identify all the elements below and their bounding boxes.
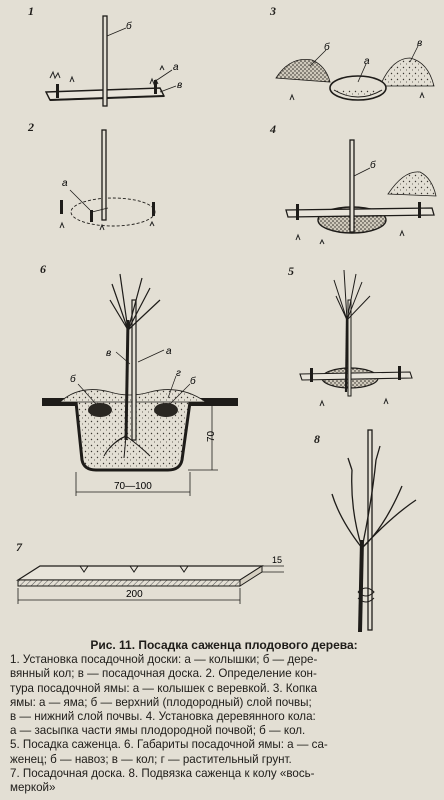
caption-title: Рис. 11. Посадка саженца плодового дерев… <box>90 638 358 652</box>
caption-line: 7. Посадочная доска. 8. Подвязка саженца… <box>10 766 315 780</box>
caption-body: 1. Установка посадочной доски: а — колыш… <box>10 653 438 795</box>
caption-line: в — нижний слой почвы. 4. Установка дере… <box>10 710 316 724</box>
caption-line: 5. Посадка саженца. 6. Габариты посадочн… <box>10 738 328 752</box>
label-p3-v: в <box>417 38 422 49</box>
label-p6-a: а <box>166 346 172 357</box>
caption-line: а — засыпка части ямы плодородной почвой… <box>10 724 306 738</box>
label-p6-v: в <box>106 348 111 359</box>
label-p3-a: а <box>364 56 370 67</box>
panel-2-pit-contour: а <box>59 129 156 231</box>
panel-number-6: 6 <box>40 262 46 276</box>
figure-caption: Рис. 11. Посадка саженца плодового дерев… <box>10 638 438 795</box>
dim-pit-width: 70—100 <box>114 481 152 492</box>
caption-line: женец; б — навоз; в — кол; г — раститель… <box>10 752 292 766</box>
panel-6-pit-dimensions: в а б г б 70 70—100 <box>42 273 238 496</box>
label-p6-b: б <box>70 373 76 385</box>
panel-3-digging: б а в <box>275 38 435 101</box>
label-p6-b2: б <box>190 375 196 387</box>
caption-line: вянный кол; в — посадочная доска. 2. Опр… <box>10 667 317 681</box>
label-p1-b: б <box>126 20 132 32</box>
label-p4-b: б <box>370 159 376 171</box>
panel-number-4: 4 <box>270 122 276 136</box>
label-p2-a: а <box>62 178 68 189</box>
dim-board-thickness: 15 <box>272 555 282 565</box>
panel-number-3: 3 <box>270 4 276 18</box>
panel-5-planting <box>299 269 413 407</box>
panel-number-8: 8 <box>314 432 320 446</box>
caption-line: ямы: а — яма; б — верхний (плодородный) … <box>10 695 312 709</box>
label-p1-v: в <box>177 80 182 91</box>
panel-number-2: 2 <box>28 120 34 134</box>
dim-board-length: 200 <box>126 589 143 600</box>
label-p3-b: б <box>324 41 330 53</box>
dim-pit-depth: 70 <box>206 430 217 442</box>
label-p6-g: г <box>176 368 181 379</box>
label-p1-a: а <box>173 62 179 73</box>
figure-illustration: б а в а б а в <box>15 15 437 632</box>
caption-line: меркой» <box>10 781 56 795</box>
caption-line: тура посадочной ямы: а — колышек с верев… <box>10 681 318 695</box>
panel-number-5: 5 <box>288 264 294 278</box>
panel-number-1: 1 <box>28 4 34 18</box>
caption-line: 1. Установка посадочной доски: а — колыш… <box>10 653 318 667</box>
panel-4-stake-installation: б <box>285 139 437 245</box>
panel-number-7: 7 <box>16 540 22 554</box>
panel-8-tying <box>331 429 417 632</box>
panel-7-planting-board: 200 15 <box>15 555 284 604</box>
panel-1-board-installation: б а в <box>44 15 182 107</box>
